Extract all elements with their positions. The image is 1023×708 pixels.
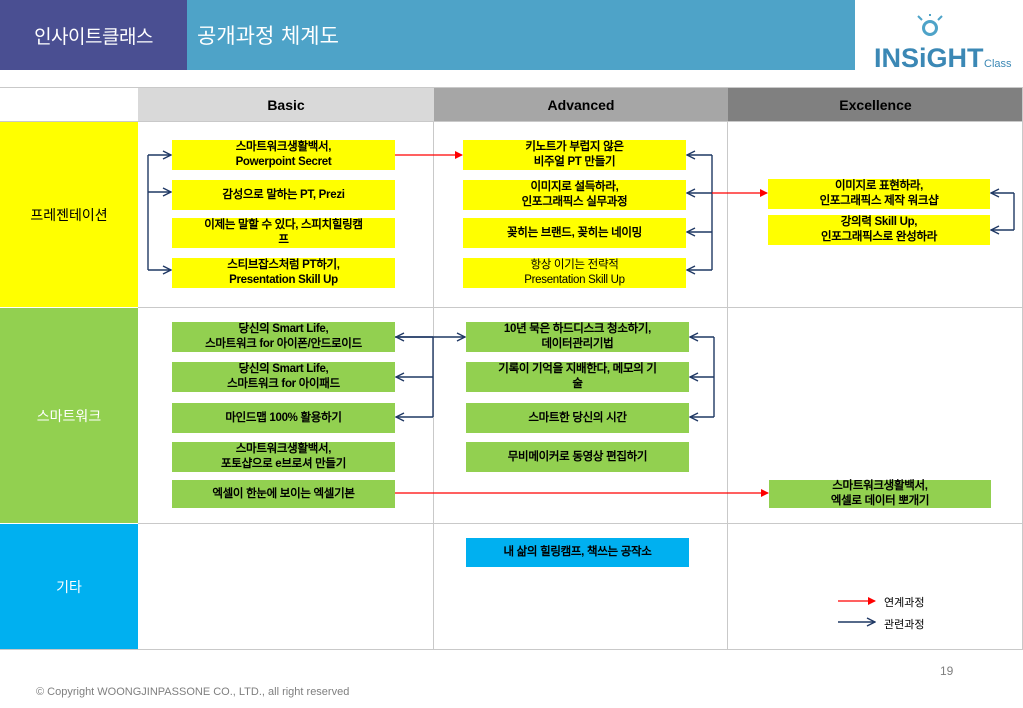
- legend-linked-label: 연계과정: [884, 596, 925, 609]
- copyright-text: © Copyright WOONGJINPASSONE CO., LTD., a…: [36, 686, 350, 698]
- course-box: 기록이 기억을 지배한다, 메모의 기 술: [466, 362, 689, 392]
- legend-related-label: 관련과정: [884, 618, 925, 631]
- course-box: 키노트가 부럽지 않은 비주얼 PT 만들기: [463, 140, 686, 170]
- column-header-advanced: Advanced: [434, 88, 728, 121]
- course-box: 이미지로 설득하라, 인포그래픽스 실무과정: [463, 180, 686, 210]
- page-number: 19: [940, 664, 954, 678]
- course-box: 스마트한 당신의 시간: [466, 403, 689, 433]
- related-arrow: [147, 155, 171, 270]
- table-top-border: [0, 87, 1023, 88]
- brand-label: 인사이트클래스: [0, 0, 187, 70]
- row-label-presentation: 프레젠테이션: [0, 122, 138, 307]
- course-box: 스티브잡스처럼 PT하기, Presentation Skill Up: [172, 258, 395, 288]
- column-header-excellence: Excellence: [728, 88, 1023, 121]
- related-arrow: [991, 193, 1015, 230]
- course-box: 스마트워크생활백서, Powerpoint Secret: [172, 140, 395, 170]
- course-box: 스마트워크생활백서, 포토샵으로 e브로셔 만들기: [172, 442, 395, 472]
- course-box: 감성으로 말하는 PT, Prezi: [172, 180, 395, 210]
- row-divider: [138, 523, 1023, 524]
- insight-class-logo: INSiGHT Class: [872, 12, 1017, 74]
- course-box: 10년 묵은 하드디스크 청소하기, 데이터관리기법: [466, 322, 689, 352]
- row-label-etc: 기타: [0, 524, 138, 649]
- course-box: 꽂히는 브랜드, 꽂히는 네이밍: [463, 218, 686, 248]
- page-title: 공개과정 체계도: [187, 0, 855, 70]
- svg-text:Class: Class: [984, 58, 1012, 70]
- course-box: 내 삶의 힐링캠프, 책쓰는 공작소: [466, 538, 689, 567]
- lightbulb-icon: INSiGHT Class: [874, 12, 1012, 73]
- column-divider: [727, 121, 728, 649]
- svg-text:INSiGHT: INSiGHT: [874, 43, 984, 73]
- course-box: 이미지로 표현하라, 인포그래픽스 제작 워크샵: [768, 179, 990, 209]
- course-box: 마인드맵 100% 활용하기: [172, 403, 395, 433]
- course-box: 당신의 Smart Life, 스마트워크 for 아이폰/안드로이드: [172, 322, 395, 352]
- table-bottom-border: [0, 649, 1023, 650]
- related-arrow: [690, 337, 715, 417]
- course-box: 이제는 말할 수 있다, 스피치힐링캠 프: [172, 218, 395, 248]
- course-box: 강의력 Skill Up, 인포그래픽스로 완성하라: [768, 215, 990, 245]
- row-label-smartwork: 스마트워크: [0, 308, 138, 523]
- course-box: 스마트워크생활백서, 엑셀로 데이터 뽀개기: [769, 480, 991, 508]
- row-divider: [138, 307, 1023, 308]
- column-divider: [433, 121, 434, 649]
- course-box: 당신의 Smart Life, 스마트워크 for 아이패드: [172, 362, 395, 392]
- column-header-basic: Basic: [138, 88, 434, 121]
- related-arrow: [395, 337, 465, 417]
- course-box: 엑셀이 한눈에 보이는 엑셀기본: [172, 480, 395, 508]
- row-divider: [0, 121, 1023, 122]
- course-box: 항상 이기는 전략적 Presentation Skill Up: [463, 258, 686, 288]
- course-box: 무비메이커로 동영상 편집하기: [466, 442, 689, 472]
- related-arrow: [687, 155, 713, 270]
